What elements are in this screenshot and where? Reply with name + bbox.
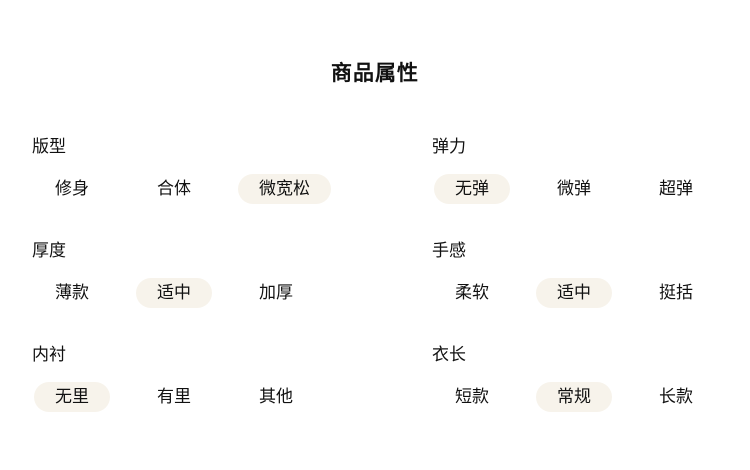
- options-row: 短款 常规 长款: [434, 382, 750, 412]
- option-button[interactable]: 微弹: [557, 179, 591, 198]
- attr-group-label: 衣长: [432, 345, 466, 364]
- option-button[interactable]: 短款: [455, 387, 489, 406]
- options-row: 修身 合体 微宽松: [34, 174, 432, 204]
- options-row: 柔软 适中 挺括: [434, 278, 750, 308]
- option-button[interactable]: 微宽松: [238, 174, 331, 204]
- option-button[interactable]: 长款: [659, 387, 693, 406]
- attr-group-label: 手感: [432, 241, 466, 260]
- attr-group-length: 衣长 短款 常规 长款: [432, 344, 750, 412]
- option-button[interactable]: 适中: [536, 278, 612, 308]
- option-button[interactable]: 柔软: [455, 283, 489, 302]
- option-button[interactable]: 修身: [55, 179, 89, 198]
- attr-group-lining: 内衬 无里 有里 其他: [32, 344, 432, 412]
- options-row: 薄款 适中 加厚: [34, 278, 432, 308]
- options-row: 无弹 微弹 超弹: [434, 174, 750, 204]
- option-button[interactable]: 适中: [136, 278, 212, 308]
- attr-group-label: 版型: [32, 137, 66, 156]
- option-button[interactable]: 薄款: [55, 283, 89, 302]
- option-button[interactable]: 挺括: [659, 283, 693, 302]
- option-button[interactable]: 无里: [34, 382, 110, 412]
- option-button[interactable]: 有里: [157, 387, 191, 406]
- attr-group-label: 厚度: [32, 241, 66, 260]
- attr-group-fit: 版型 修身 合体 微宽松: [32, 136, 432, 204]
- attr-group-thickness: 厚度 薄款 适中 加厚: [32, 240, 432, 308]
- attr-group-feel: 手感 柔软 适中 挺括: [432, 240, 750, 308]
- option-button[interactable]: 常规: [536, 382, 612, 412]
- attr-group-elasticity: 弹力 无弹 微弹 超弹: [432, 136, 750, 204]
- option-button[interactable]: 其他: [259, 387, 293, 406]
- page-title: 商品属性: [331, 62, 419, 85]
- option-button[interactable]: 加厚: [259, 283, 293, 302]
- attr-group-label: 内衬: [32, 345, 66, 364]
- attr-group-label: 弹力: [432, 137, 466, 156]
- options-row: 无里 有里 其他: [34, 382, 432, 412]
- attribute-groups-grid: 版型 修身 合体 微宽松 弹力 无弹 微弹 超弹 厚度 薄款 适中 加厚: [0, 136, 750, 412]
- option-button[interactable]: 超弹: [659, 179, 693, 198]
- option-button[interactable]: 合体: [157, 179, 191, 198]
- option-button[interactable]: 无弹: [434, 174, 510, 204]
